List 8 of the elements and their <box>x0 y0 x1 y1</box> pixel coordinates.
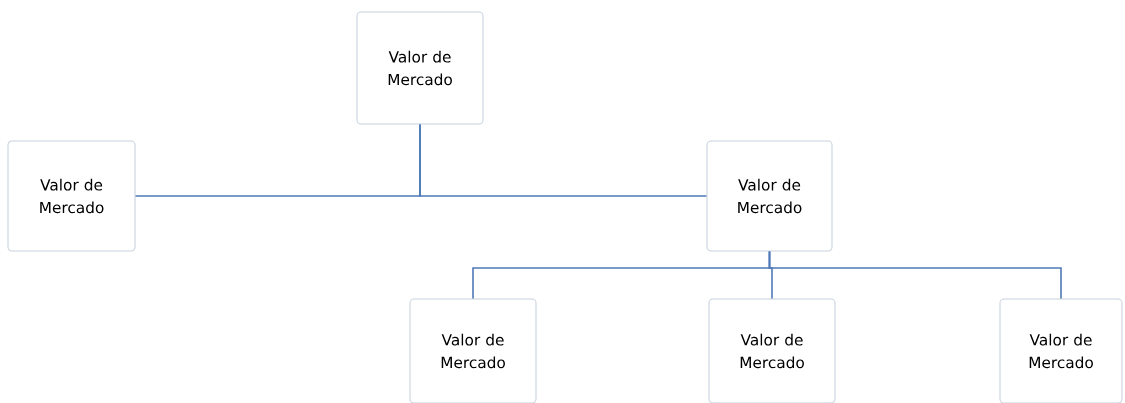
org-box: Valor de Mercado <box>7 140 136 252</box>
org-box: Valor de Mercado <box>706 140 833 252</box>
connector-line <box>419 123 708 197</box>
org-box: Valor de Mercado <box>999 298 1123 403</box>
org-box: Valor de Mercado <box>708 298 836 403</box>
connector-line <box>768 250 1062 300</box>
org-box: Valor de Mercado <box>356 11 484 125</box>
org-box: Valor de Mercado <box>409 298 537 403</box>
